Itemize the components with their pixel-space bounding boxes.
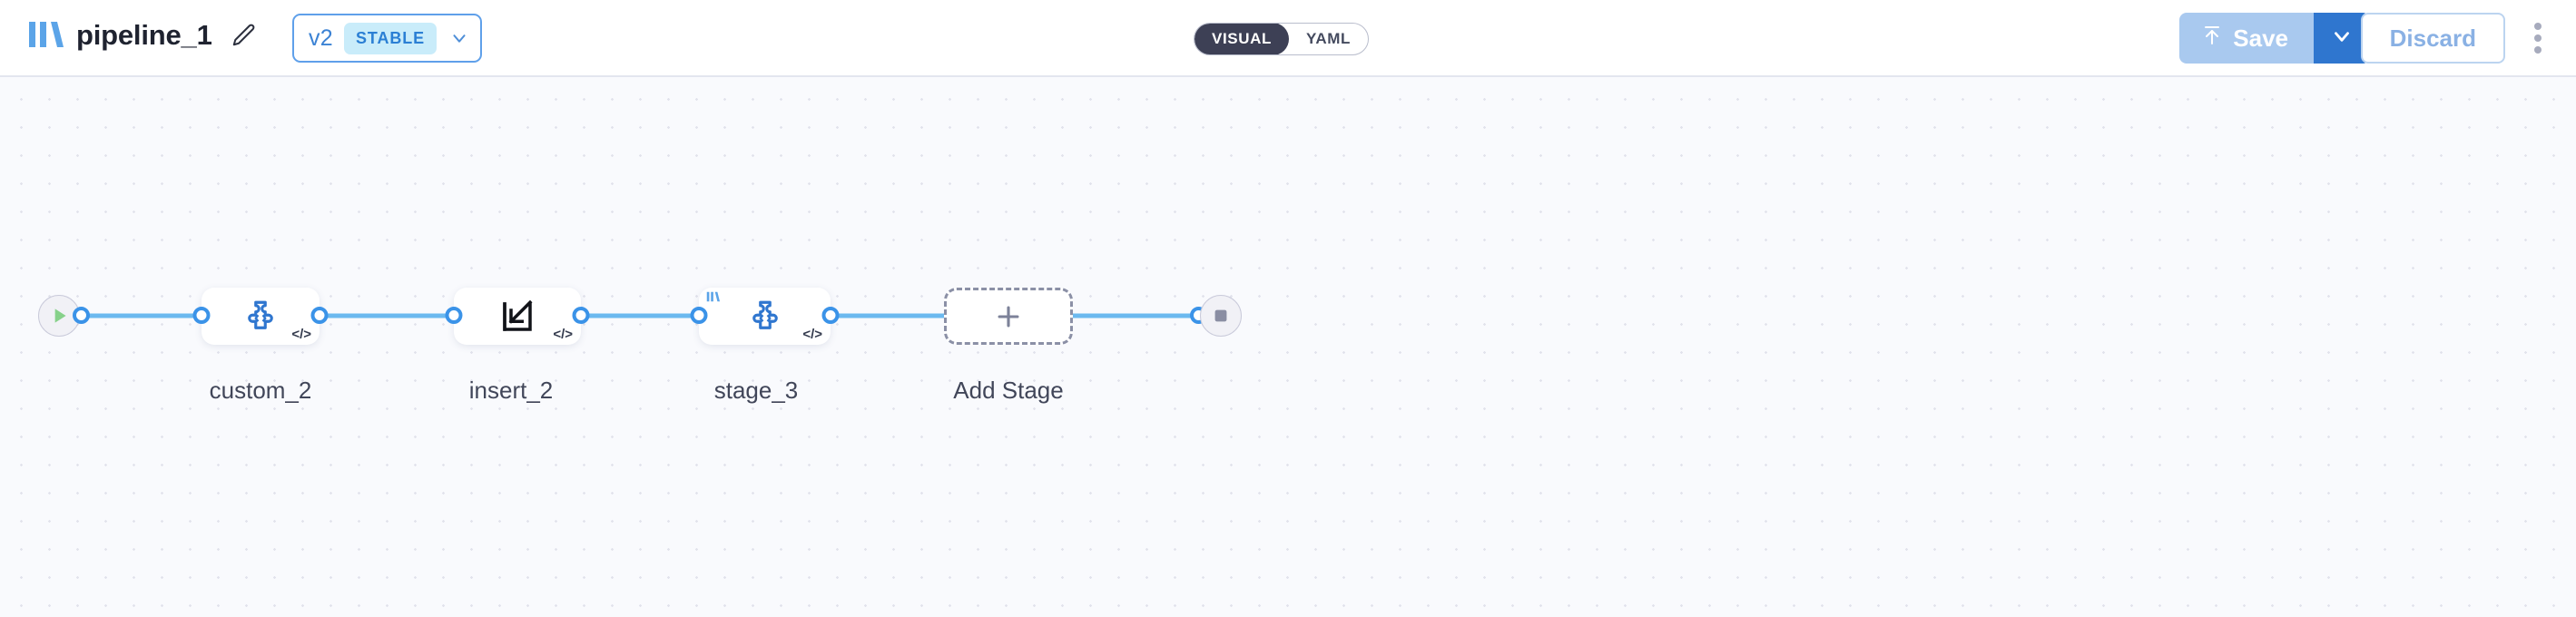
play-icon bbox=[54, 308, 66, 323]
code-badge: </> bbox=[553, 327, 573, 342]
add-stage-label: Add Stage bbox=[953, 377, 1064, 404]
discard-button[interactable]: Discard bbox=[2360, 13, 2505, 64]
insert_2-input-port[interactable] bbox=[445, 307, 463, 324]
puzzle-code-icon bbox=[248, 300, 273, 329]
version-label: v2 bbox=[309, 24, 334, 51]
kebab-dot bbox=[2534, 23, 2542, 30]
insert_2-output-port[interactable] bbox=[572, 307, 590, 324]
pipeline-bars-logo-icon bbox=[706, 289, 723, 308]
start-node-output-port[interactable] bbox=[73, 307, 90, 324]
code-badge: </> bbox=[291, 327, 311, 342]
stage-label-insert_2: insert_2 bbox=[468, 377, 554, 404]
save-button-label: Save bbox=[2233, 24, 2288, 52]
kebab-dot bbox=[2534, 46, 2542, 54]
discard-button-label: Discard bbox=[2389, 24, 2476, 52]
code-badge: </> bbox=[802, 327, 822, 342]
pipeline-edges bbox=[80, 313, 1198, 318]
app-header: pipeline_1 v2 STABLE VISUAL YAML Save bbox=[0, 0, 2576, 77]
pipeline-bars-logo-icon bbox=[27, 18, 71, 51]
add-stage-button[interactable] bbox=[944, 288, 1073, 345]
upload-arrow-icon bbox=[2201, 24, 2223, 54]
stage-node-stage_3[interactable]: </> bbox=[699, 288, 831, 345]
import-arrow-icon bbox=[503, 299, 533, 331]
stage-node-insert_2[interactable]: </> bbox=[454, 288, 581, 345]
kebab-dot bbox=[2534, 34, 2542, 42]
stage-node-custom_2[interactable]: </> bbox=[202, 288, 320, 345]
stage-label-stage_3: stage_3 bbox=[713, 377, 799, 404]
view-mode-toggle[interactable]: VISUAL YAML bbox=[1194, 23, 1369, 55]
custom_2-output-port[interactable] bbox=[310, 307, 329, 324]
puzzle-code-icon bbox=[752, 300, 778, 329]
page-title: pipeline_1 bbox=[76, 19, 212, 51]
stage_3-output-port[interactable] bbox=[821, 307, 840, 324]
save-button[interactable]: Save bbox=[2179, 13, 2314, 64]
tab-yaml[interactable]: YAML bbox=[1305, 30, 1351, 47]
tab-visual[interactable]: VISUAL bbox=[1195, 24, 1289, 54]
chevron-down-icon bbox=[447, 26, 471, 50]
pencil-icon[interactable] bbox=[225, 17, 261, 54]
pipeline-canvas[interactable]: </> custom_2 </> insert_2 </> bbox=[0, 77, 2576, 617]
kebab-menu-icon[interactable] bbox=[2518, 18, 2558, 58]
end-node[interactable] bbox=[1200, 295, 1242, 337]
chevron-down-icon bbox=[2330, 24, 2354, 53]
status-badge: STABLE bbox=[344, 22, 438, 54]
save-button-group[interactable]: Save bbox=[2179, 13, 2370, 64]
plus-icon bbox=[998, 306, 1019, 327]
custom_2-input-port[interactable] bbox=[192, 307, 211, 324]
stop-square-icon bbox=[1214, 309, 1227, 322]
version-selector[interactable]: v2 STABLE bbox=[292, 14, 483, 63]
stage-label-custom_2: custom_2 bbox=[209, 377, 312, 404]
stage_3-input-port[interactable] bbox=[690, 307, 708, 324]
